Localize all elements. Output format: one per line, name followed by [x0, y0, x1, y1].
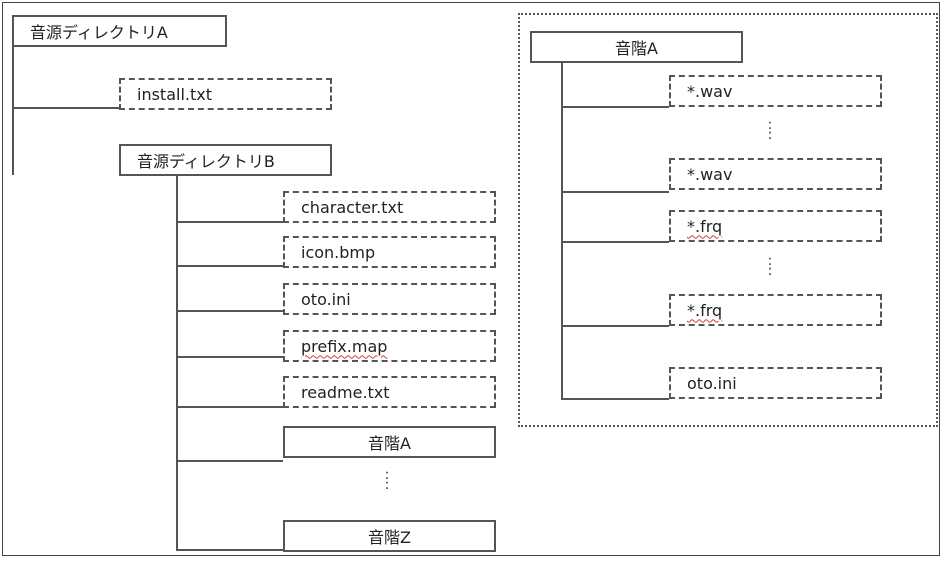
connector-wav-1	[561, 106, 669, 108]
connector-readme	[176, 406, 283, 408]
left-ellipsis-dot-2: :	[384, 477, 390, 493]
left-ellipsis: : :	[382, 467, 392, 493]
file-icon-label: icon.bmp	[301, 242, 376, 262]
file-readme: readme.txt	[283, 376, 496, 408]
connector-frq-2	[561, 325, 669, 327]
voice-dir-detail-panel	[518, 13, 938, 427]
file-frq-1: *.frq	[669, 210, 882, 242]
file-oto-label: oto.ini	[301, 289, 351, 309]
file-icon: icon.bmp	[283, 236, 496, 268]
file-wav-2: *.wav	[669, 158, 882, 190]
root-directory-a: 音源ディレクトリA	[12, 15, 227, 47]
voice-dir-a: 音階A	[283, 426, 496, 458]
file-wav-1-label: *.wav	[687, 81, 733, 101]
file-oto: oto.ini	[283, 283, 496, 315]
wav-ellipsis-dot-1: :	[767, 117, 773, 133]
root-directory-a-label: 音源ディレクトリA	[30, 23, 168, 42]
file-wav-1: *.wav	[669, 75, 882, 107]
connector-frq-1	[561, 241, 669, 243]
file-prefix-label: prefix.map	[301, 336, 388, 356]
file-wav-2-label: *.wav	[687, 164, 733, 184]
connector-oto	[176, 310, 283, 312]
frq-ellipsis-dot-1: :	[767, 253, 773, 269]
connector-prefix	[176, 356, 283, 358]
wav-ellipsis-dot-2: :	[767, 127, 773, 143]
file-frq-2: *.frq	[669, 294, 882, 326]
connector-install	[12, 107, 119, 109]
connector-voice-z	[176, 549, 283, 551]
file-oto-right: oto.ini	[669, 367, 882, 399]
connector-icon	[176, 265, 283, 267]
file-install: install.txt	[119, 78, 332, 110]
file-prefix: prefix.map	[283, 330, 496, 362]
file-install-label: install.txt	[137, 84, 212, 104]
file-oto-right-label: oto.ini	[687, 373, 737, 393]
directory-b: 音源ディレクトリB	[119, 144, 332, 176]
frq-ellipsis-dot-2: :	[767, 263, 773, 279]
voice-dir-z: 音階Z	[283, 520, 496, 552]
file-frq-1-label: *.frq	[687, 216, 723, 236]
file-character-label: character.txt	[301, 197, 404, 217]
directory-b-label: 音源ディレクトリB	[137, 152, 275, 171]
connector-dirb-trunk	[176, 174, 178, 551]
file-character: character.txt	[283, 191, 496, 223]
voice-dir-z-label: 音階Z	[368, 528, 411, 547]
file-frq-2-label: *.frq	[687, 300, 723, 320]
connector-right-trunk	[561, 62, 563, 399]
connector-oto-right	[561, 398, 669, 400]
connector-voice-a	[176, 460, 283, 462]
diagram-frame	[2, 2, 940, 556]
wav-ellipsis: : :	[765, 117, 775, 143]
right-voice-dir-a: 音階A	[530, 31, 743, 63]
left-ellipsis-dot-1: :	[384, 467, 390, 483]
connector-character	[176, 221, 283, 223]
connector-wav-2	[561, 191, 669, 193]
frq-ellipsis: : :	[765, 253, 775, 279]
file-readme-label: readme.txt	[301, 382, 390, 402]
right-voice-dir-a-label: 音階A	[615, 39, 658, 58]
connector-root-trunk	[12, 46, 14, 175]
voice-dir-a-label: 音階A	[368, 434, 411, 453]
